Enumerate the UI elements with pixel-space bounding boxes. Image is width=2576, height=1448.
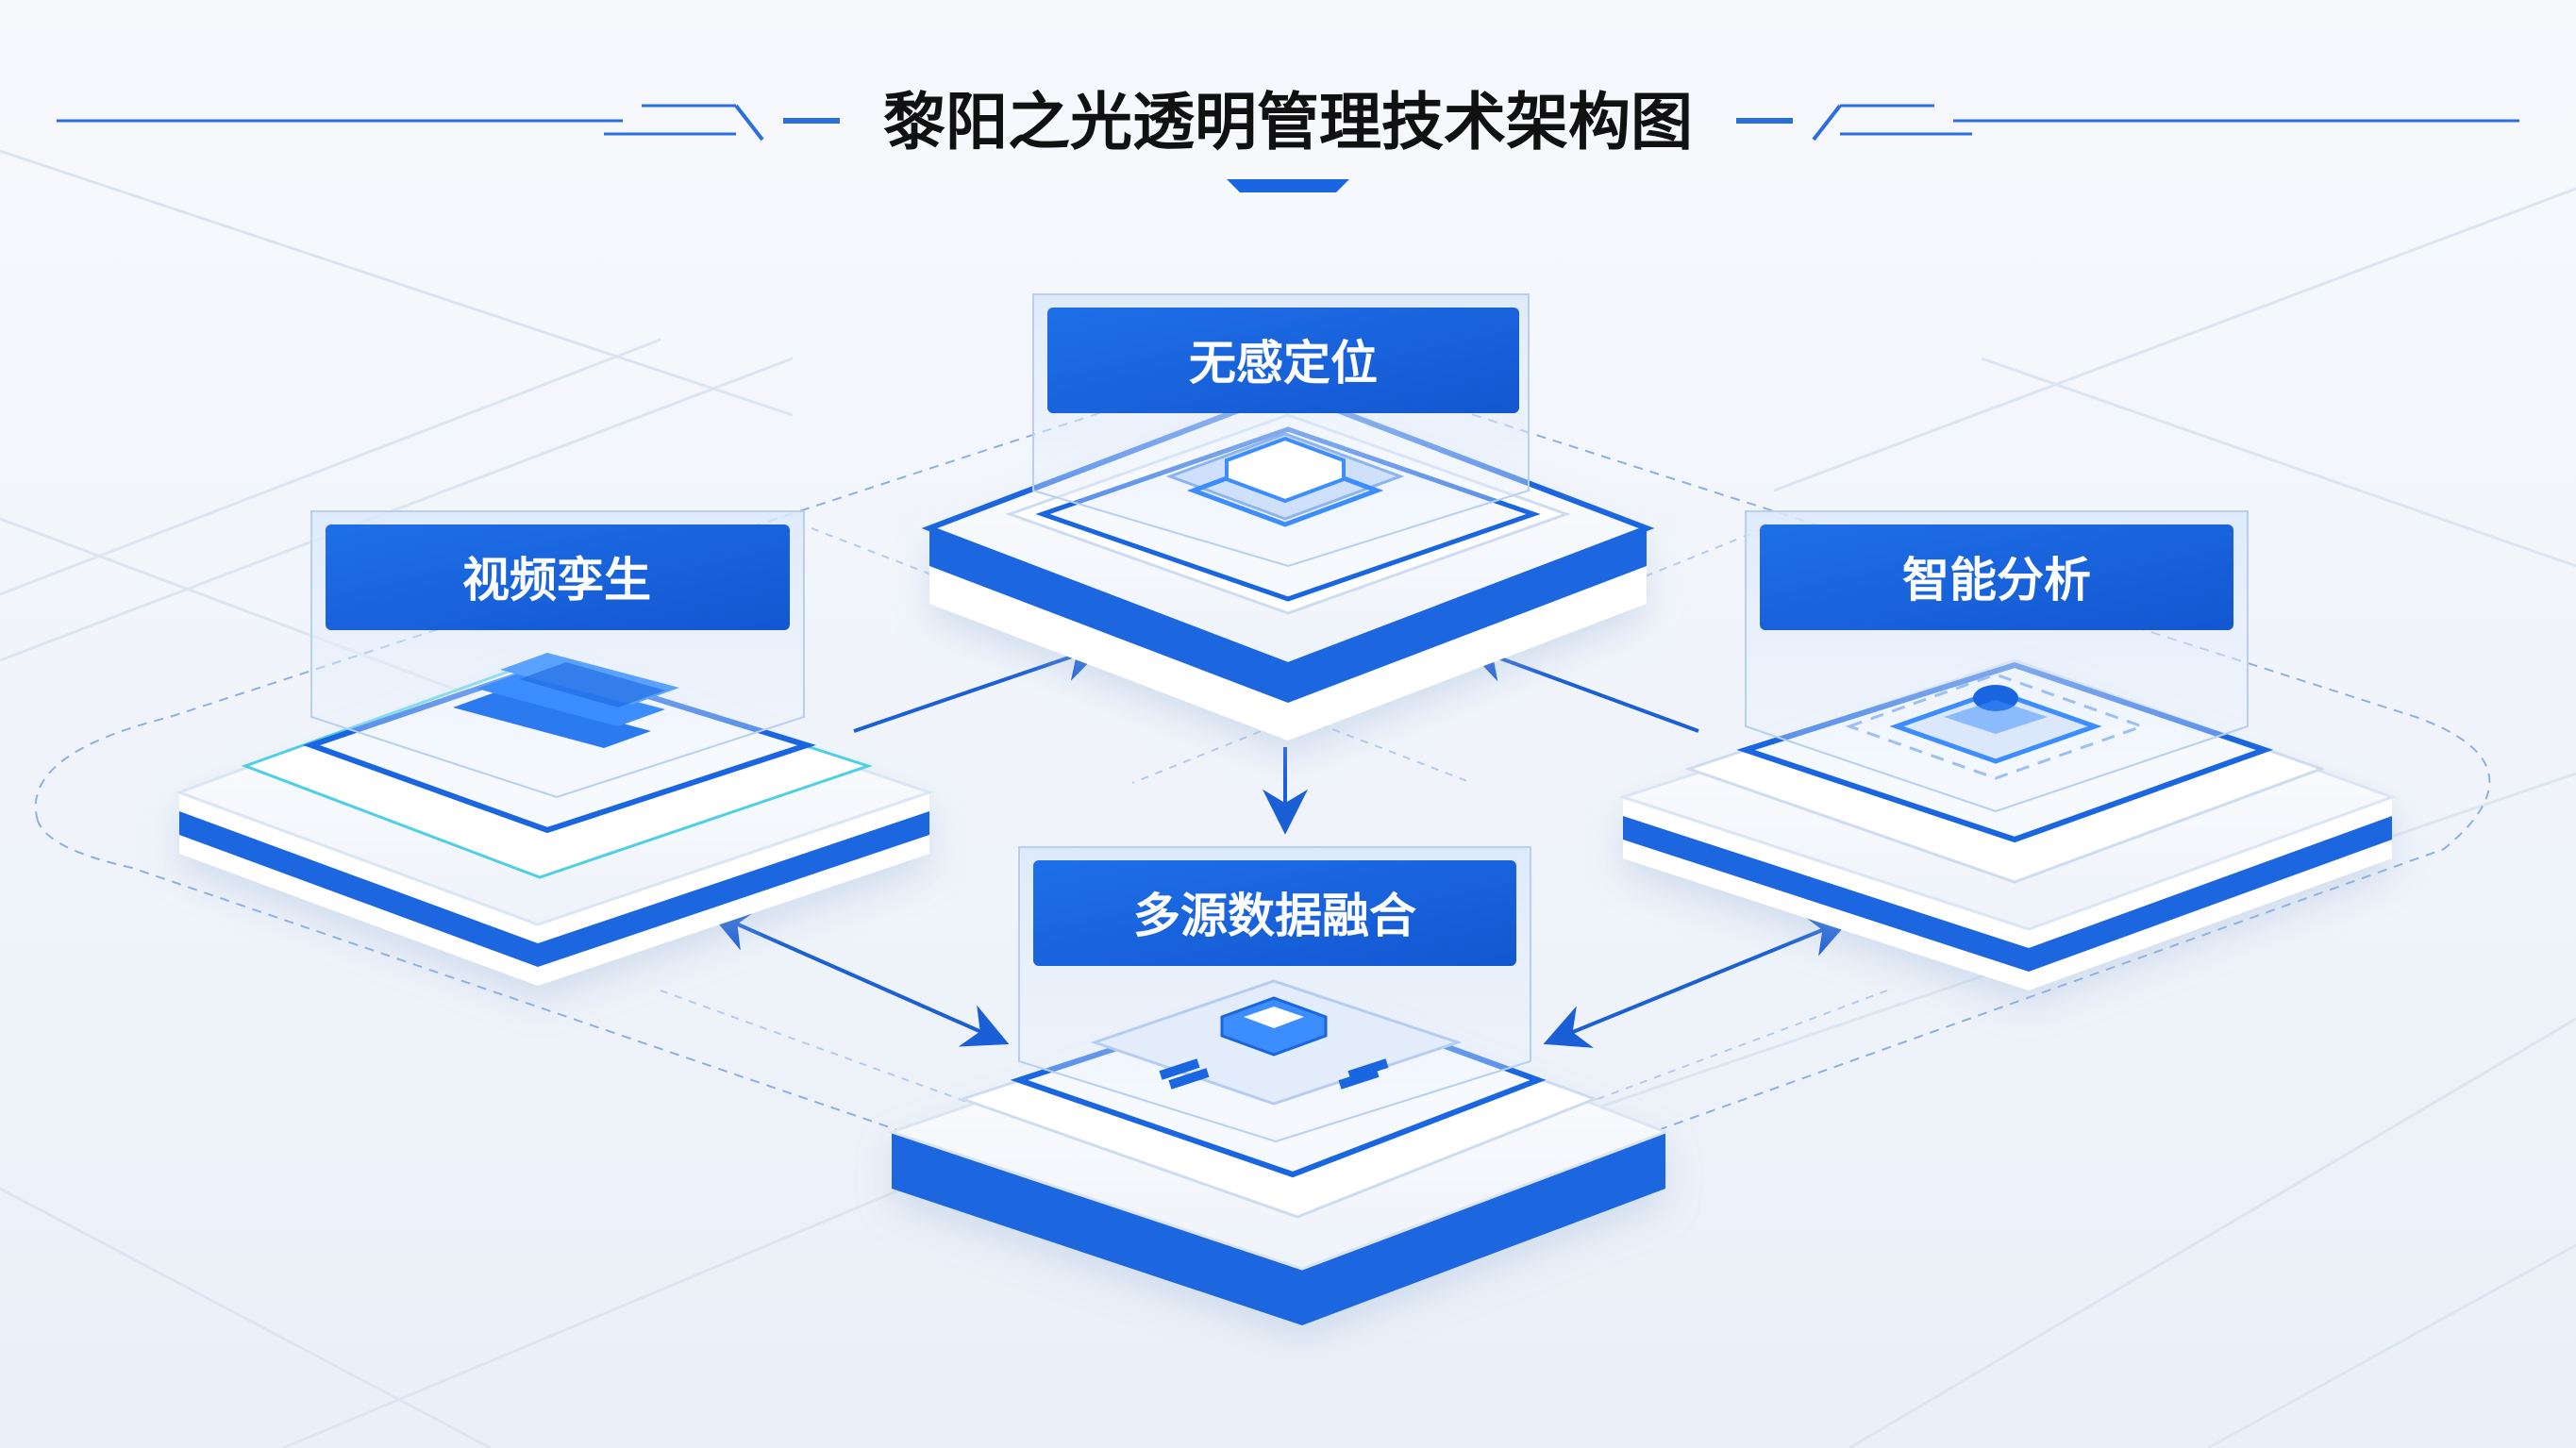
node-video[interactable]: 视频孪生 (175, 510, 934, 986)
node-label: 视频孪生 (462, 553, 651, 607)
radar-target-icon (1845, 673, 2147, 780)
node-label-box (1047, 308, 1519, 413)
node-fusion[interactable]: 多源数据融合 (887, 846, 1670, 1325)
bar-stack-icon (453, 653, 679, 748)
node-label-box (1033, 860, 1516, 966)
arrow-analysis-fusion-bidirectional (1543, 914, 1852, 1048)
page-title: 黎阳之光透明管理技术架构图 (883, 86, 1693, 158)
chip-core-icon (1090, 979, 1463, 1106)
node-positioning[interactable]: 无感定位 (921, 293, 1655, 741)
node-label: 智能分析 (1902, 553, 2091, 607)
connections (708, 638, 1852, 1048)
arrow-analysis-to-positioning (1463, 639, 1699, 733)
node-label-box (326, 524, 790, 630)
arrow-video-to-positioning (853, 638, 1107, 733)
node-analysis[interactable]: 智能分析 (1618, 510, 2397, 990)
node-label: 无感定位 (1189, 336, 1378, 391)
node-label: 多源数据融合 (1133, 889, 1416, 943)
title-underline-tab (1227, 179, 1349, 192)
title-decoration-right (1736, 104, 2519, 141)
stacked-layers-icon (1165, 432, 1405, 527)
arrow-video-fusion-bidirectional (708, 908, 1010, 1047)
node-label-box (1760, 524, 2233, 630)
title-decoration-left (57, 104, 840, 141)
